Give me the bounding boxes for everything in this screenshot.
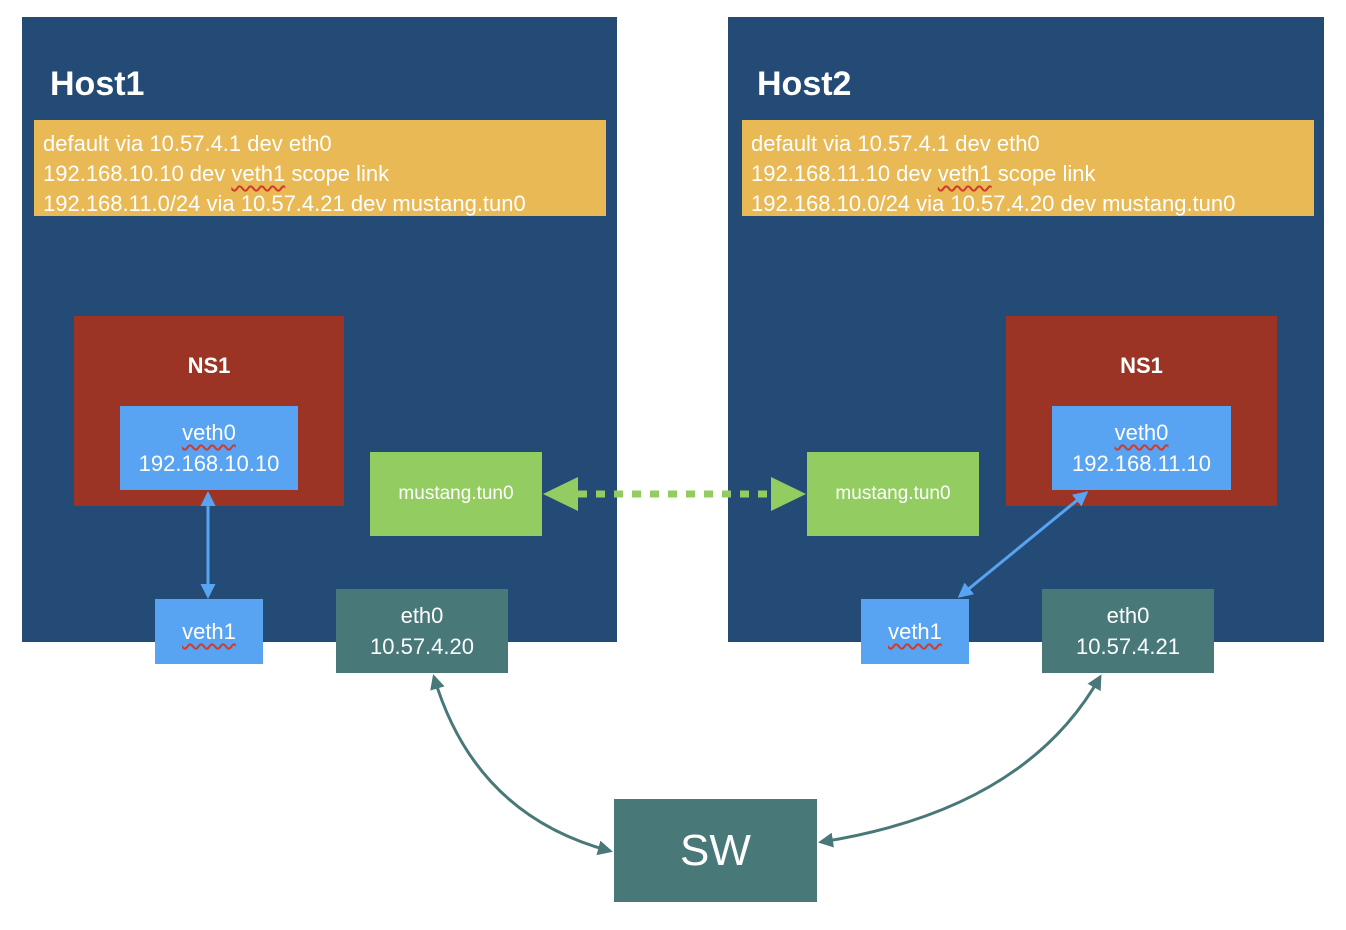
- host1-route-tunnel: 192.168.11.0/24 via 10.57.4.21 dev musta…: [43, 191, 526, 216]
- host1-route-dev: veth1: [231, 161, 286, 186]
- tunnel-arrow-left: [543, 477, 578, 511]
- host1-eth0-name: eth0: [400, 603, 444, 628]
- host2-veth0-name: veth0: [1114, 420, 1169, 445]
- host1-ns1-title: NS1: [187, 353, 231, 378]
- host1-veth1: veth1: [155, 599, 263, 664]
- host2-route-default: default via 10.57.4.1 dev eth0: [751, 131, 1040, 156]
- host2-route-tunnel: 192.168.10.0/24 via 10.57.4.20 dev musta…: [751, 191, 1236, 216]
- host2-veth0-ip: 192.168.11.10: [1071, 451, 1212, 476]
- host1-eth-sw-link: [430, 674, 613, 856]
- host2-route-table: default via 10.57.4.1 dev eth0 192.168.1…: [742, 120, 1314, 216]
- host1-tun0: mustang.tun0: [370, 452, 542, 536]
- host2-veth-link: [957, 491, 1089, 598]
- host1-route-default: default via 10.57.4.1 dev eth0: [43, 131, 332, 156]
- host2-veth0: veth0 192.168.11.10: [1052, 406, 1231, 490]
- host2-eth0-ip: 10.57.4.21: [1076, 634, 1180, 659]
- host1-veth1-name: veth1: [182, 619, 236, 644]
- host2-eth0-name: eth0: [1106, 603, 1150, 628]
- host1-veth0-ip: 192.168.10.10: [138, 451, 280, 476]
- host2-veth1-name: veth1: [888, 619, 942, 644]
- host1-eth0-ip: 10.57.4.20: [370, 634, 474, 659]
- host2-eth-sw-link: [818, 674, 1102, 848]
- host2-route-dev: veth1: [937, 161, 992, 186]
- host1-route-table: default via 10.57.4.1 dev eth0 192.168.1…: [34, 120, 606, 216]
- host2-eth0: eth0 10.57.4.21: [1042, 589, 1214, 673]
- host1-route-local: 192.168.10.10 dev veth1 scope link: [43, 161, 390, 186]
- host2-route-local: 192.168.11.10 dev veth1 scope link: [751, 161, 1096, 186]
- host1-veth0: veth0 192.168.10.10: [120, 406, 298, 490]
- host2-tun0: mustang.tun0: [807, 452, 979, 536]
- host1-veth0-name: veth0: [182, 420, 236, 445]
- tunnel-arrow-right: [771, 477, 806, 511]
- host2-veth1: veth1: [861, 599, 969, 664]
- host2-title: Host2: [757, 65, 852, 103]
- switch-box: SW: [614, 799, 817, 902]
- host2-ns1-title: NS1: [1120, 353, 1163, 378]
- host1-title: Host1: [50, 65, 145, 103]
- host1-eth0: eth0 10.57.4.20: [336, 589, 508, 673]
